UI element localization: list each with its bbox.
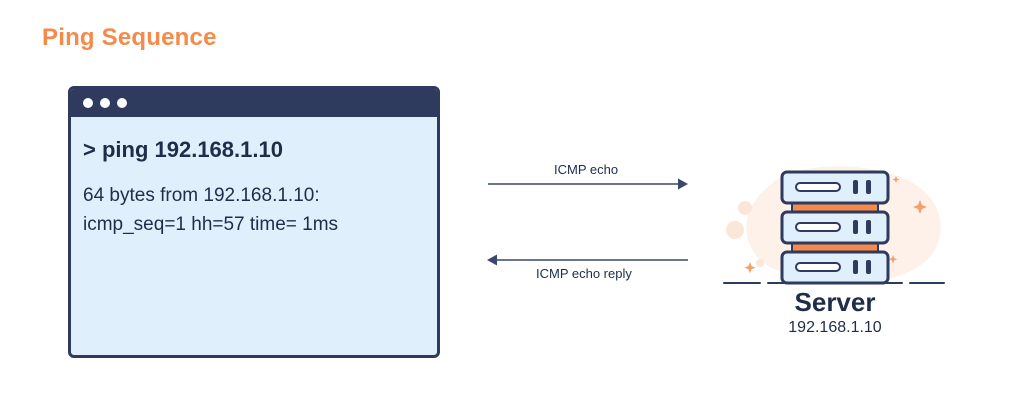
sparkle-icon bbox=[744, 176, 927, 274]
bubble-shape bbox=[756, 259, 764, 267]
request-arrow bbox=[488, 178, 688, 190]
ping-output-line: 64 bytes from 192.168.1.10: bbox=[83, 185, 320, 206]
server-unit bbox=[780, 250, 890, 285]
window-dot-icon bbox=[100, 98, 110, 108]
terminal-window: > ping 192.168.1.10 64 bytes from 192.16… bbox=[68, 86, 440, 358]
server-ip: 192.168.1.10 bbox=[788, 319, 882, 336]
diagram-title: Ping Sequence bbox=[42, 24, 217, 51]
reply-arrow bbox=[487, 254, 688, 266]
server-unit bbox=[780, 210, 890, 245]
bubble-shape bbox=[738, 201, 752, 215]
terminal-title-bar bbox=[71, 89, 437, 117]
window-dot-icon bbox=[83, 98, 93, 108]
ping-command: > ping 192.168.1.10 bbox=[83, 137, 283, 162]
server-illustration bbox=[723, 166, 945, 285]
reply-label: ICMP echo reply bbox=[536, 266, 632, 281]
bubble-shape bbox=[726, 221, 744, 239]
ping-output: 64 bytes from 192.168.1.10: icmp_seq=1 h… bbox=[83, 181, 427, 239]
terminal-content: > ping 192.168.1.10 64 bytes from 192.16… bbox=[83, 137, 427, 239]
request-label: ICMP echo bbox=[554, 162, 619, 177]
server-unit bbox=[780, 170, 890, 205]
server-name: Server bbox=[794, 287, 876, 317]
ping-output-line: icmp_seq=1 hh=57 time= 1ms bbox=[83, 214, 339, 235]
window-dot-icon bbox=[117, 98, 127, 108]
